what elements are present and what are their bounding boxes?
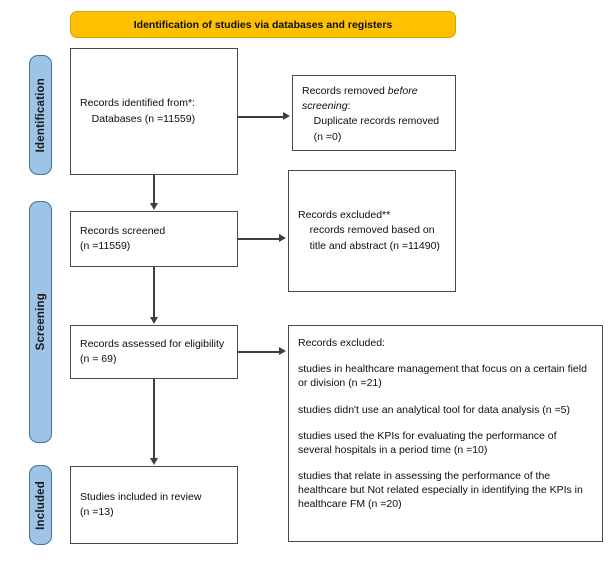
records-identified-line1: Records identified from*: <box>80 97 195 110</box>
studies-included-line1: Studies included in review <box>80 490 202 503</box>
records-screened-line2: (n =11559) <box>80 240 131 252</box>
arrowhead-assessed-to-included <box>149 458 158 465</box>
records-removed-line1-pre: Records removed <box>302 85 388 97</box>
box-records-excluded-eligibility: Records excluded: studies in healthcare … <box>288 325 603 542</box>
arrowhead-screened-to-assessed <box>149 317 158 324</box>
records-excluded-eligibility-reason-0: studies in healthcare management that fo… <box>298 363 590 390</box>
records-excluded-eligibility-reason-3: studies that relate in assessing the per… <box>298 470 586 511</box>
box-records-excluded-screening: Records excluded** records removed based… <box>288 170 456 292</box>
connector-screened-to-assessed <box>153 267 155 318</box>
records-assessed-line2: (n = 69) <box>80 353 117 365</box>
records-removed-line3: Duplicate records removed <box>302 115 440 128</box>
box-records-removed: Records removed before screening: Duplica… <box>292 75 456 151</box>
connector-assessed-to-included <box>153 379 155 459</box>
connector-identified-to-removed <box>238 116 284 118</box>
arrowhead-screened-to-excluded <box>279 234 286 243</box>
box-studies-included: Studies included in review (n =13) <box>70 466 238 544</box>
studies-included-line2: (n =13) <box>80 506 114 518</box>
phase-label-screening: Screening <box>34 293 47 351</box>
phase-label-identification: Identification <box>34 77 47 153</box>
records-excluded-screening-line3: title and abstract (n =11490) <box>298 239 440 252</box>
records-removed-line2-italic: screening <box>302 100 348 113</box>
arrowhead-identified-to-screened <box>149 203 158 210</box>
box-studies-included-text: Studies included in review (n =13) <box>71 490 237 520</box>
connector-assessed-to-excluded <box>238 351 280 353</box>
header-banner-label: Identification of studies via databases … <box>133 18 393 31</box>
records-removed-line4: (n =0) <box>302 130 342 143</box>
header-banner: Identification of studies via databases … <box>70 11 456 38</box>
box-records-identified: Records identified from*: Databases (n =… <box>70 48 238 175</box>
connector-screened-to-excluded <box>238 238 280 240</box>
phase-label-included: Included <box>34 480 47 530</box>
box-records-removed-text: Records removed before screening: Duplica… <box>293 84 455 145</box>
phase-bar-screening: Screening <box>29 201 52 443</box>
arrowhead-assessed-to-excluded <box>279 347 286 356</box>
phase-bar-identification: Identification <box>29 55 52 175</box>
records-identified-line2: Databases (n =11559) <box>80 112 196 125</box>
records-removed-line2-post: : <box>347 100 351 113</box>
box-records-screened-text: Records screened (n =11559) <box>71 224 237 254</box>
box-records-excluded-screening-text: Records excluded** records removed based… <box>289 208 455 254</box>
phase-bar-included: Included <box>29 465 52 545</box>
records-excluded-eligibility-reason-1: studies didn't use an analytical tool fo… <box>298 403 570 416</box>
connector-identified-to-screened <box>153 175 155 204</box>
records-screened-line1: Records screened <box>80 224 166 237</box>
box-records-assessed: Records assessed for eligibility (n = 69) <box>70 325 238 379</box>
records-excluded-eligibility-reason-2: studies used the KPIs for evaluating the… <box>298 429 560 456</box>
records-assessed-line1: Records assessed for eligibility <box>80 337 225 350</box>
records-excluded-eligibility-heading: Records excluded: <box>298 337 385 349</box>
arrowhead-identified-to-removed <box>283 112 290 121</box>
box-records-identified-text: Records identified from*: Databases (n =… <box>71 96 237 126</box>
records-excluded-screening-line1: Records excluded** <box>298 209 391 222</box>
records-removed-line1-italic: before <box>387 85 418 97</box>
box-records-assessed-text: Records assessed for eligibility (n = 69) <box>71 337 237 367</box>
box-records-screened: Records screened (n =11559) <box>70 211 238 267</box>
records-excluded-screening-line2: records removed based on <box>298 224 435 237</box>
